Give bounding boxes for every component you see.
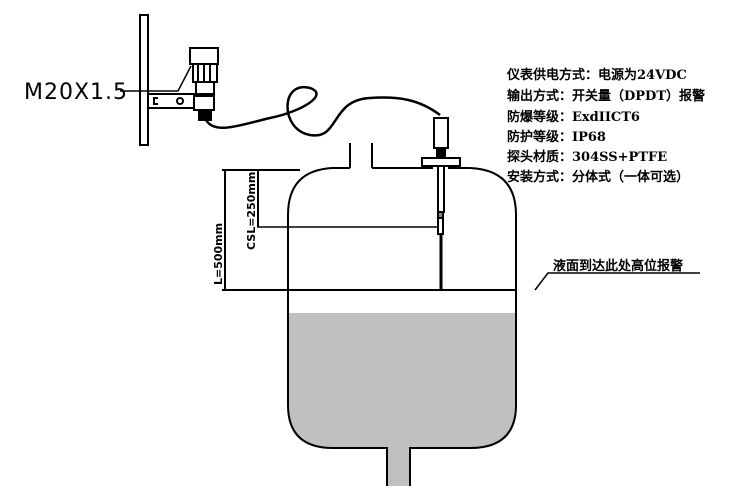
dimension-CSL: CSL=250mm [245,171,258,250]
spec-explosion: 防爆等级：ExdIICT6 [507,110,640,125]
thread-label: M20X1.5 [24,80,129,105]
tank [287,167,517,486]
spec-install: 安装方式：分体式（一体可选） [507,170,690,185]
probe-flange [421,157,461,167]
liquid [288,313,516,486]
alarm-label: 液面到达此处高位报警 [553,259,684,274]
spec-protection: 防护等级：IP68 [507,130,606,145]
spec-power: 仪表供电方式：电源为24VDC [507,68,687,83]
spec-output: 输出方式：开关量（DPDT）报警 [507,89,705,104]
nozzle-left [349,143,373,168]
thread-leader [120,65,192,92]
dimension-L: L=500mm [212,222,225,285]
spec-material: 探头材质：304SS+PTFE [507,150,668,165]
wall-plate [139,14,149,146]
probe-housing [433,117,449,149]
alarm-leader [534,272,700,291]
remote-housing [189,47,219,65]
cable [204,85,441,137]
